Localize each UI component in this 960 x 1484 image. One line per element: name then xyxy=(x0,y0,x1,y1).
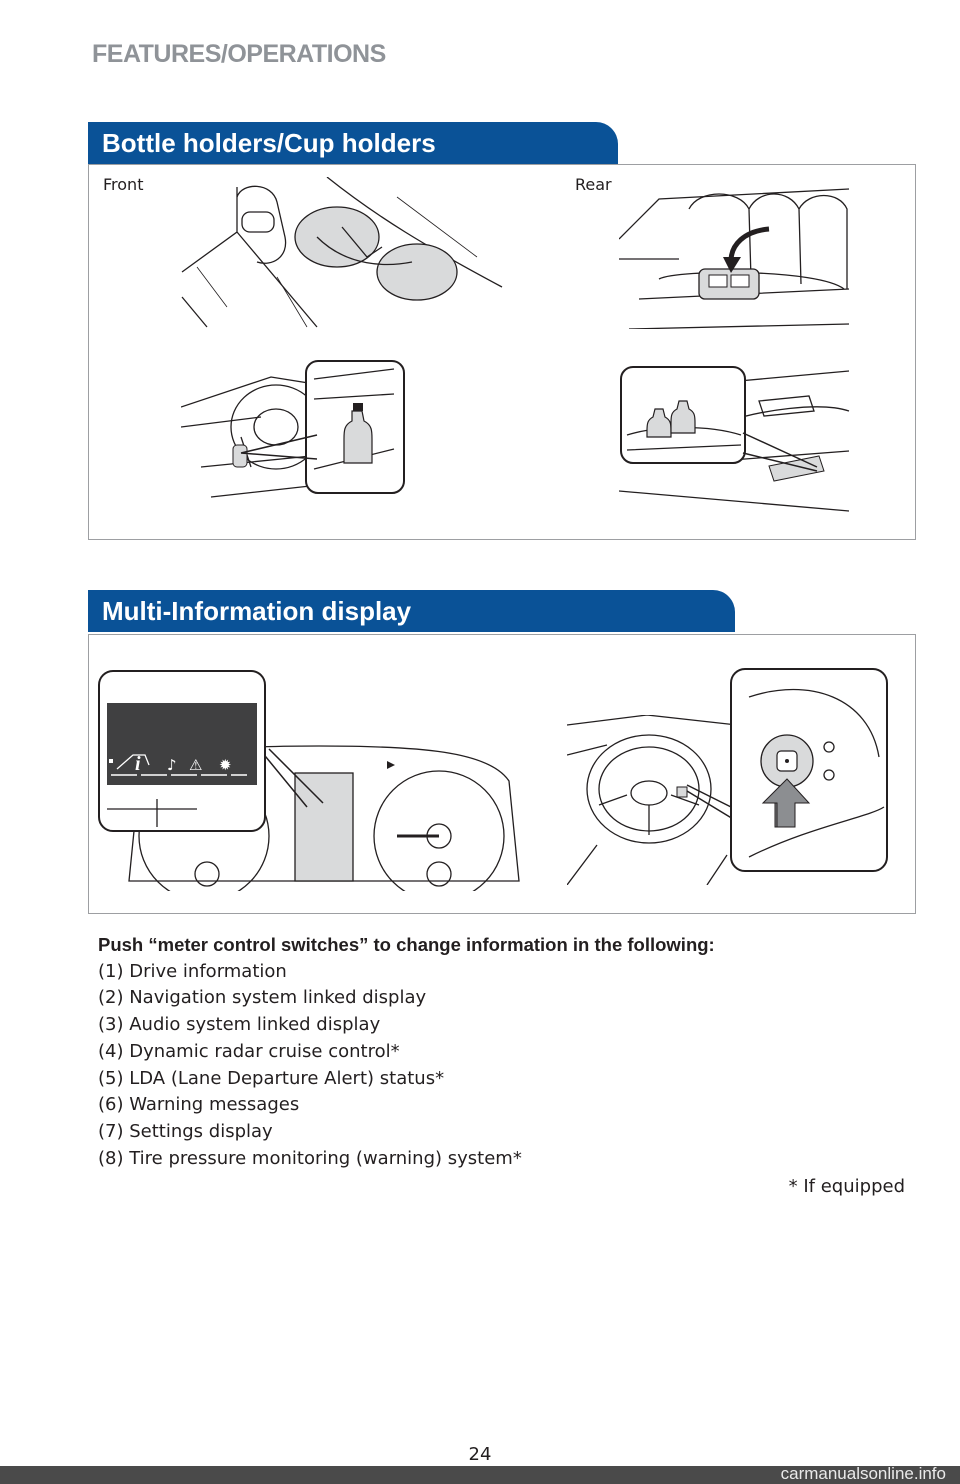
mid-title: Multi-Information display xyxy=(102,596,412,626)
mid-frame: i ♪ ⚠ ✹ xyxy=(88,634,916,914)
mid-display-zoom: i ♪ ⚠ ✹ xyxy=(98,670,266,832)
list-item: (5) LDA (Lane Departure Alert) status* xyxy=(98,1067,445,1089)
info-list: Push “meter control switches” to change … xyxy=(98,932,715,1172)
list-item: (4) Dynamic radar cruise control* xyxy=(98,1040,400,1062)
watermark-bar: carmanualsonline.info xyxy=(0,1464,960,1484)
rear-label: Rear xyxy=(575,175,612,194)
mid-callout-line xyxy=(260,748,324,808)
list-item: (8) Tire pressure monitoring (warning) s… xyxy=(98,1147,522,1169)
section-header: FEATURES/OPERATIONS xyxy=(92,40,386,68)
bottle-holders-banner: Bottle holders/Cup holders xyxy=(88,122,618,164)
watermark-text[interactable]: carmanualsonline.info xyxy=(780,1464,946,1483)
list-item: (6) Warning messages xyxy=(98,1094,300,1116)
mid-banner: Multi-Information display xyxy=(88,590,735,632)
svg-text:♪: ♪ xyxy=(167,756,177,774)
rear-door-illustration xyxy=(619,370,850,512)
bottle-holders-frame: Front Rear xyxy=(88,164,916,540)
bottle-holders-title: Bottle holders/Cup holders xyxy=(102,128,436,158)
front-cupholder-illustration xyxy=(181,177,503,328)
footnote: * If equipped xyxy=(788,1176,905,1197)
rear-callout-line xyxy=(742,432,818,472)
list-item: (3) Audio system linked display xyxy=(98,1014,381,1036)
svg-text:⚠: ⚠ xyxy=(189,756,202,774)
list-intro: Push “meter control switches” to change … xyxy=(98,934,715,955)
instrument-cluster-illustration xyxy=(128,745,520,891)
list-item: (1) Drive information xyxy=(98,960,287,982)
steering-wheel-illustration xyxy=(567,715,737,885)
list-item: (2) Navigation system linked display xyxy=(98,987,427,1009)
rear-bottle-zoom xyxy=(620,366,746,464)
front-callout-line xyxy=(240,434,318,460)
rear-seat-illustration xyxy=(619,188,850,329)
meter-switch-zoom xyxy=(730,668,888,872)
list-item: (7) Settings display xyxy=(98,1120,273,1142)
svg-text:✹: ✹ xyxy=(219,756,232,774)
svg-text:i: i xyxy=(135,753,141,775)
front-label: Front xyxy=(103,175,144,194)
front-bottle-zoom xyxy=(305,360,405,494)
page-number: 24 xyxy=(468,1444,492,1465)
